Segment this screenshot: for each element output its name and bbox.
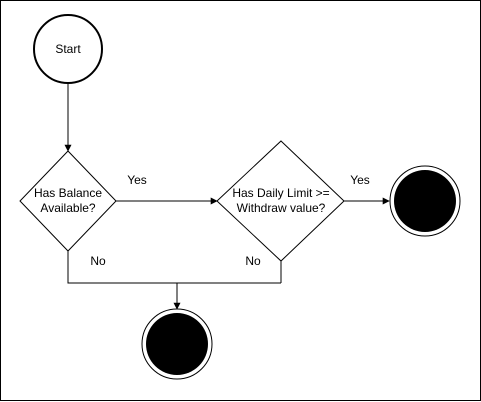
limit-decision-line1: Has Daily Limit >= xyxy=(232,186,329,200)
balance-decision-line2: Available? xyxy=(40,201,95,215)
start-label: Start xyxy=(55,42,81,56)
start-node[interactable]: Start xyxy=(33,14,103,84)
limit-decision-line2: Withdraw value? xyxy=(237,201,326,215)
limit-no-label: No xyxy=(245,254,261,268)
balance-decision[interactable]: Has Balance Available? xyxy=(19,150,117,252)
balance-yes-label: Yes xyxy=(127,173,147,187)
limit-yes-label: Yes xyxy=(350,173,370,187)
connector-balance-no xyxy=(67,251,281,284)
end-node-fail[interactable] xyxy=(141,308,213,380)
limit-decision[interactable]: Has Daily Limit >= Withdraw value? xyxy=(216,140,345,262)
balance-decision-line1: Has Balance xyxy=(34,186,102,200)
balance-no-label: No xyxy=(90,254,106,268)
end-node-success[interactable] xyxy=(389,165,461,237)
